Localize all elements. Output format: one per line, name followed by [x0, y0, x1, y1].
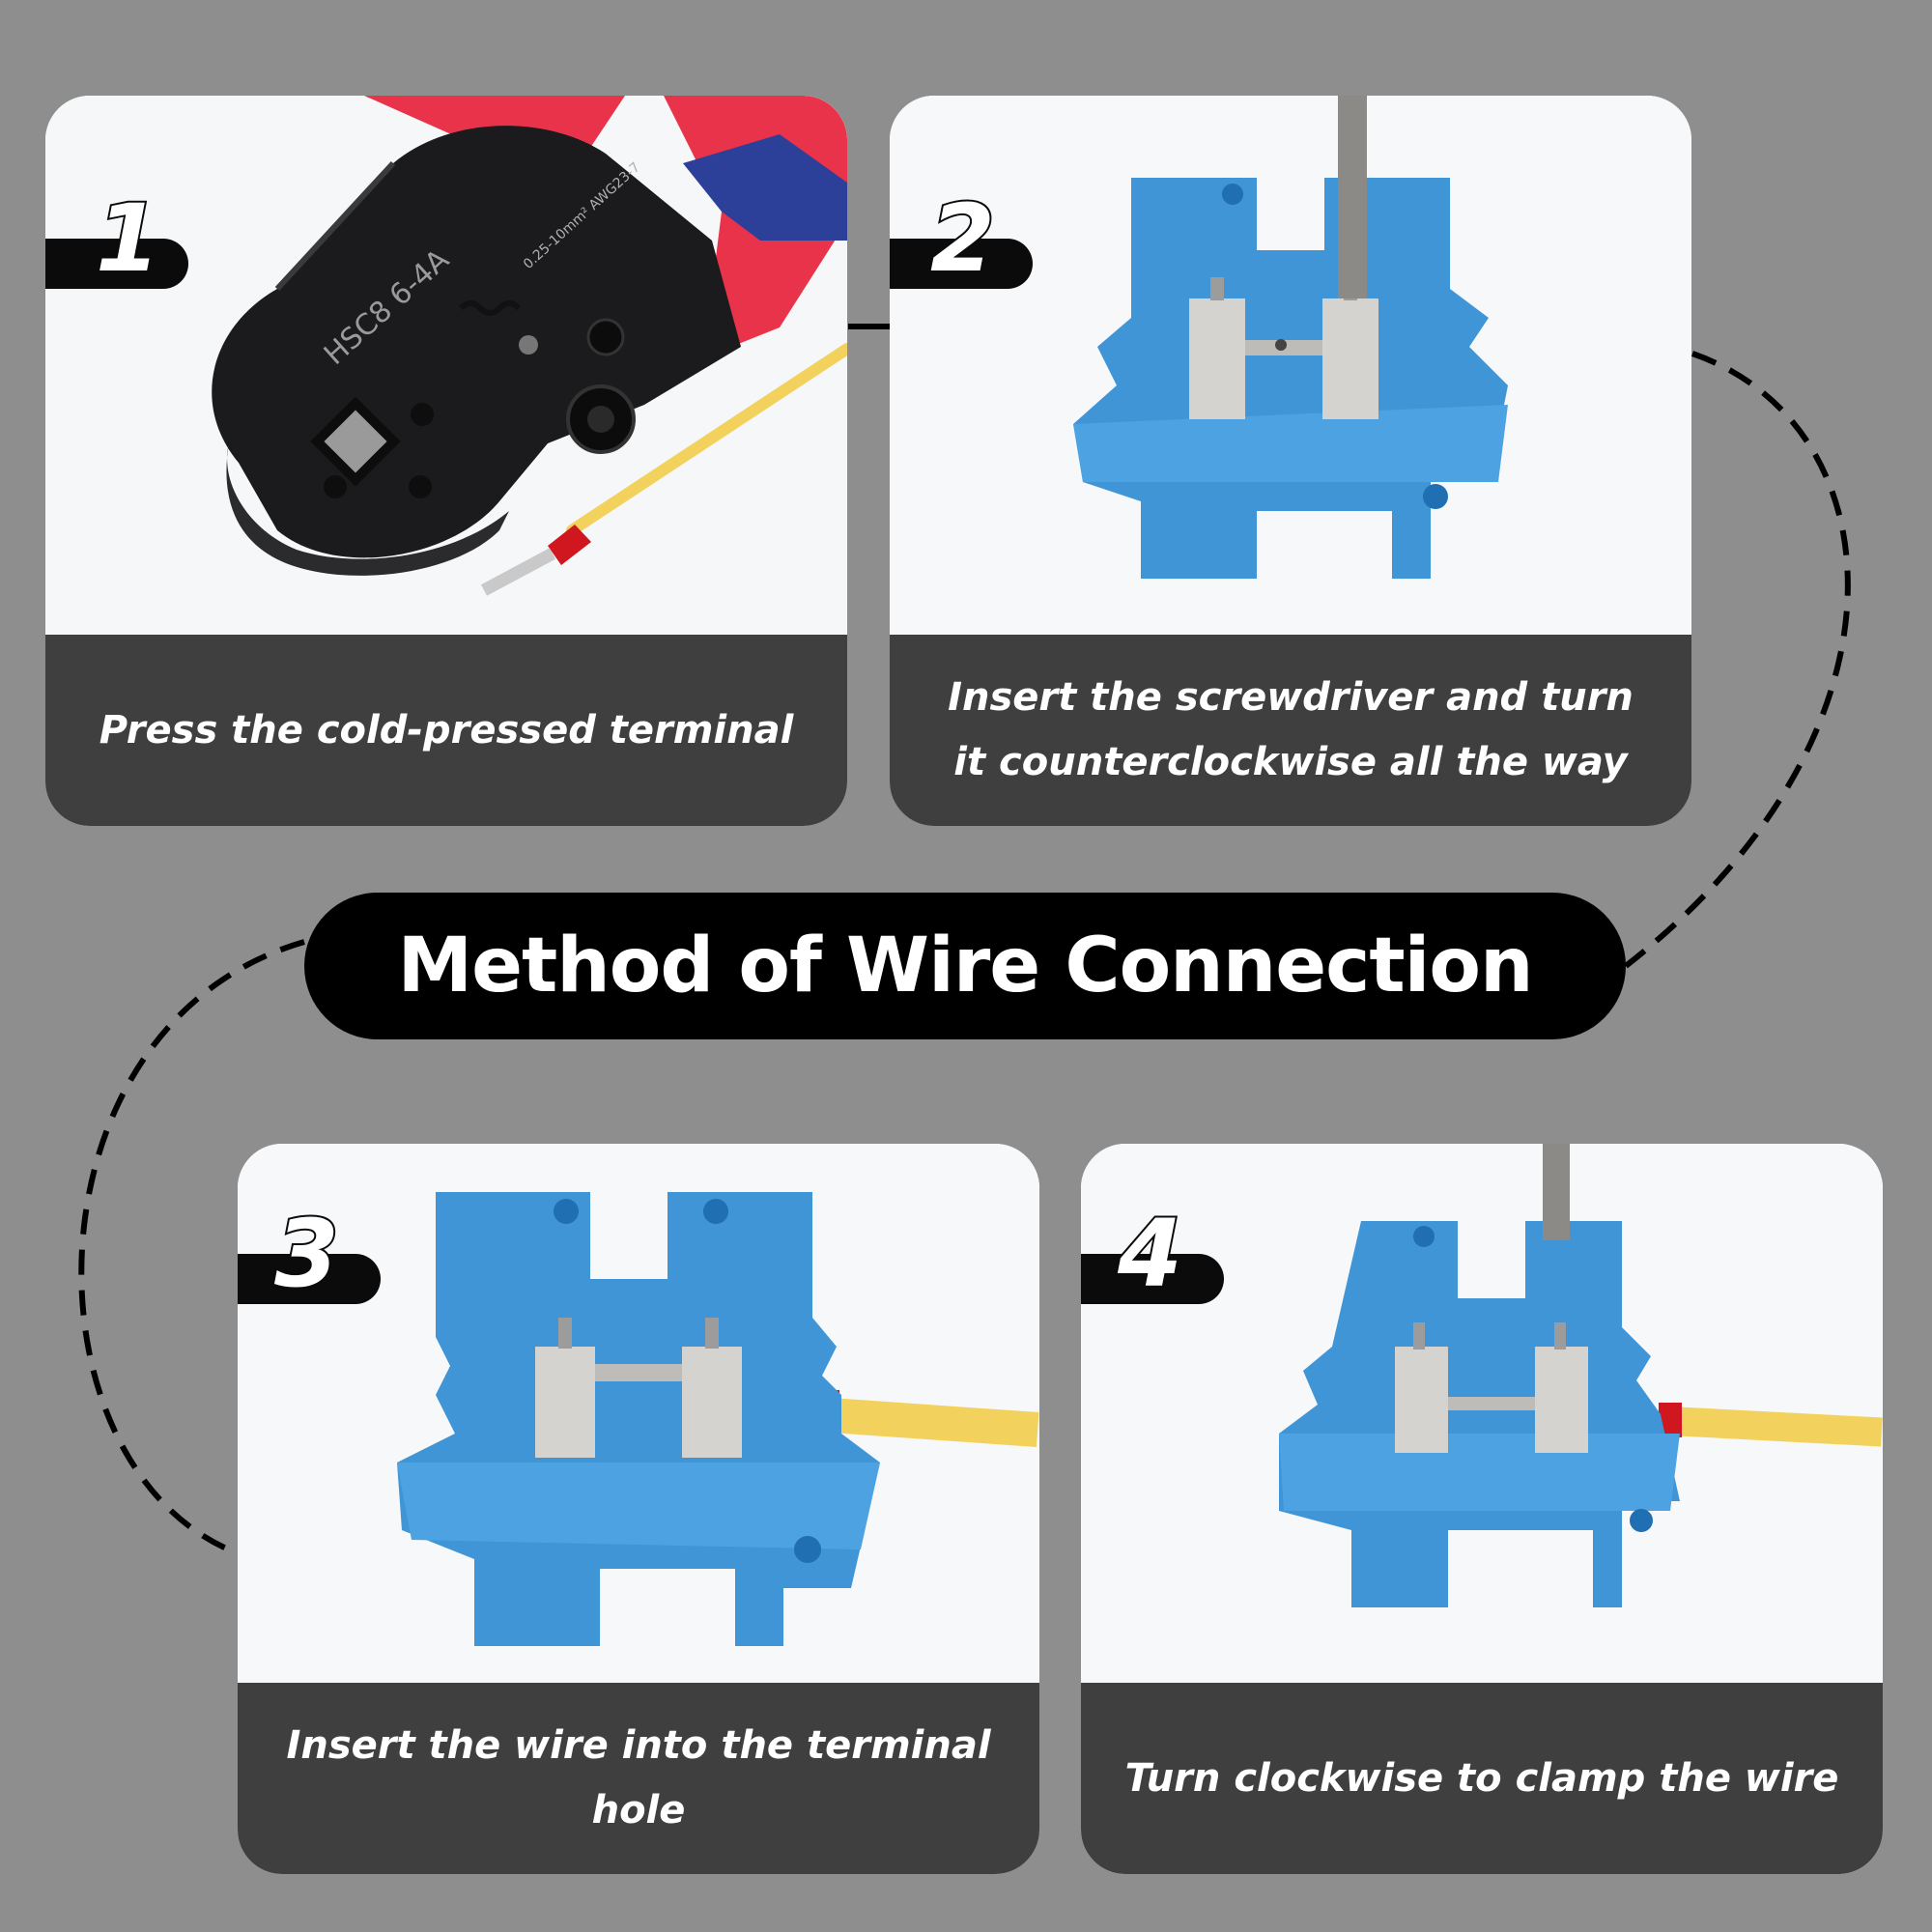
screwdriver-image	[1543, 1144, 1570, 1240]
step-2-tab	[890, 239, 1033, 289]
title-banner: Method of Wire Connection	[304, 893, 1626, 1039]
step-3-number: 3	[272, 1200, 341, 1308]
step-1-tab	[45, 239, 188, 289]
wire-image	[1668, 1406, 1883, 1447]
terminal-block-body	[1073, 178, 1508, 579]
step-1-caption: Press the cold-pressed terminal	[45, 635, 847, 826]
terminal-block-image	[890, 96, 1691, 635]
page-title: Method of Wire Connection	[397, 923, 1533, 1009]
crimping-tool-image: HSC8 6-4A 0.25-10mm² AWG23-7	[45, 96, 847, 635]
terminal-block-wire-image	[238, 1144, 1039, 1683]
step-2-card: 2 Insert the screwdriver and turn it cou…	[890, 96, 1691, 826]
step-2-caption: Insert the screwdriver and turn it count…	[890, 635, 1691, 826]
step-1-number: 1	[94, 185, 162, 293]
step-4-tab	[1081, 1254, 1224, 1304]
step-1-card: HSC8 6-4A 0.25-10mm² AWG23-7 1 Press the…	[45, 96, 847, 826]
wire-image	[814, 1397, 1039, 1447]
step-4-caption: Turn clockwise to clamp the wire	[1081, 1683, 1883, 1874]
step-3-tab	[238, 1254, 381, 1304]
step-3-card: 3 Insert the wire into the terminal hole	[238, 1144, 1039, 1874]
screwdriver-image	[1338, 96, 1367, 298]
step-4-number: 4	[1116, 1200, 1184, 1308]
step-4-card: 4 Turn clockwise to clamp the wire	[1081, 1144, 1883, 1874]
step-3-caption: Insert the wire into the terminal hole	[238, 1683, 1039, 1874]
terminal-block-clamp-image	[1081, 1144, 1883, 1683]
step-2-number: 2	[928, 185, 997, 293]
